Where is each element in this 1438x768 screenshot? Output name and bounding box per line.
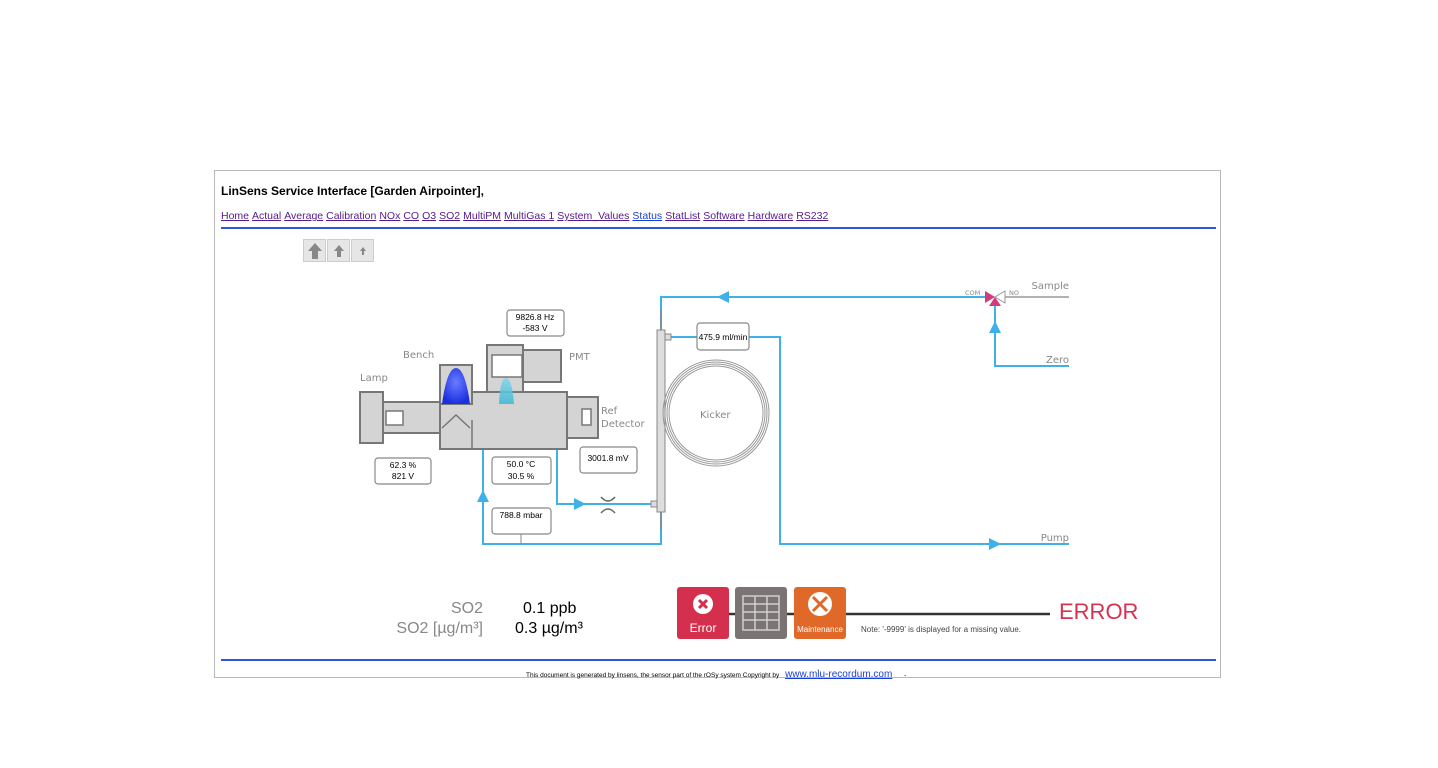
ref-value-box (579, 446, 638, 474)
label-lamp: Lamp (360, 373, 388, 384)
zoom-small-button[interactable] (351, 239, 374, 262)
nav-calibration[interactable]: Calibration (326, 210, 377, 222)
nav-status[interactable]: Status (632, 210, 663, 222)
label-kicker: Kicker (700, 410, 731, 421)
restrictor-icon (600, 496, 616, 514)
label-com: COM (965, 289, 980, 297)
lamp-value-box (374, 457, 432, 485)
nav-o3[interactable]: O3 (422, 210, 437, 222)
missing-value-note: Note: '-9999' is displayed for a missing… (861, 625, 1022, 634)
label-pump: Pump (1041, 533, 1069, 544)
label-no: NO (1009, 289, 1019, 297)
nav-hardware[interactable]: Hardware (747, 210, 794, 222)
page-frame (214, 170, 1221, 678)
zoom-large-button[interactable] (303, 239, 326, 262)
lamp-voltage: 821 V (392, 471, 415, 481)
nav-divider (221, 227, 1216, 229)
so2-value: 0.1 ppb (523, 600, 577, 617)
zoom-buttons (303, 239, 374, 262)
so2-ug-label: SO2 [µg/m³] (396, 620, 483, 637)
arrow-up-icon (307, 242, 322, 259)
nav-rs232[interactable]: RS232 (796, 210, 829, 222)
nav-co[interactable]: CO (403, 210, 420, 222)
three-way-valve-icon (985, 290, 1006, 306)
pmt-frequency: 9826.8 Hz (516, 312, 555, 322)
uv-light (442, 368, 470, 404)
nav-average[interactable]: Average (284, 210, 324, 222)
pmt-value-box (506, 309, 565, 337)
flow-rate: 475.9 ml/min (699, 332, 748, 342)
error-label: Error (689, 621, 717, 635)
tools-icon (808, 592, 832, 616)
footer-link[interactable]: www.mlu-recordum.com (785, 669, 893, 680)
pmt-voltage: -583 V (522, 323, 547, 333)
label-pmt: PMT (569, 352, 591, 363)
lamp-percent: 62.3 % (390, 460, 417, 470)
arrow-up-icon (359, 246, 366, 255)
gas-pipes (482, 296, 1069, 545)
nav-home[interactable]: Home (221, 210, 250, 222)
nav-actual[interactable]: Actual (252, 210, 282, 222)
flow-arrows (477, 291, 1001, 550)
bench-temperature: 50.0 °C (507, 459, 535, 469)
footer-divider (221, 659, 1216, 661)
error-x-icon (693, 594, 713, 614)
nav-multipm[interactable]: MultiPM (463, 210, 502, 222)
label-zero: Zero (1046, 355, 1069, 366)
flow-value-box (696, 322, 750, 351)
manifold (656, 329, 666, 513)
label-ref: Ref (601, 406, 618, 417)
bench-value-box (491, 456, 552, 485)
nav-statlist[interactable]: StatList (665, 210, 701, 222)
nav-system-values[interactable]: System_Values (557, 210, 630, 222)
footer-text: This document is generated by linsens, t… (526, 672, 780, 679)
nav-software[interactable]: Software (703, 210, 745, 222)
ref-detector-mv: 3001.8 mV (587, 453, 628, 463)
so2-label: SO2 (450, 600, 483, 617)
error-button[interactable]: Error (677, 587, 729, 639)
so2-ug-value: 0.3 µg/m³ (515, 620, 583, 637)
footer-dash: - (904, 672, 907, 679)
table-grid-icon (742, 595, 780, 631)
analyzer-bench (359, 344, 599, 450)
bench-percent: 30.5 % (508, 471, 535, 481)
fluorescence-light (499, 378, 514, 404)
nav-so2[interactable]: SO2 (439, 210, 461, 222)
pressure: 788.8 mbar (500, 510, 543, 520)
nav-nox[interactable]: NOx (379, 210, 401, 222)
maintenance-label: Maintenance (797, 625, 843, 634)
table-button[interactable] (735, 587, 787, 639)
label-sample: Sample (1032, 281, 1070, 292)
page-title: LinSens Service Interface [Garden Airpoi… (221, 184, 484, 198)
nav-multigas[interactable]: MultiGas 1 (504, 210, 555, 222)
maintenance-button[interactable]: Maintenance (794, 587, 846, 639)
label-detector: Detector (601, 419, 645, 430)
zoom-medium-button[interactable] (327, 239, 350, 262)
footer: This document is generated by linsens, t… (526, 669, 906, 680)
kicker-coil (662, 359, 770, 467)
error-annotation: ERROR (1059, 599, 1139, 624)
label-bench: Bench (403, 350, 434, 361)
arrow-up-icon (333, 244, 344, 257)
